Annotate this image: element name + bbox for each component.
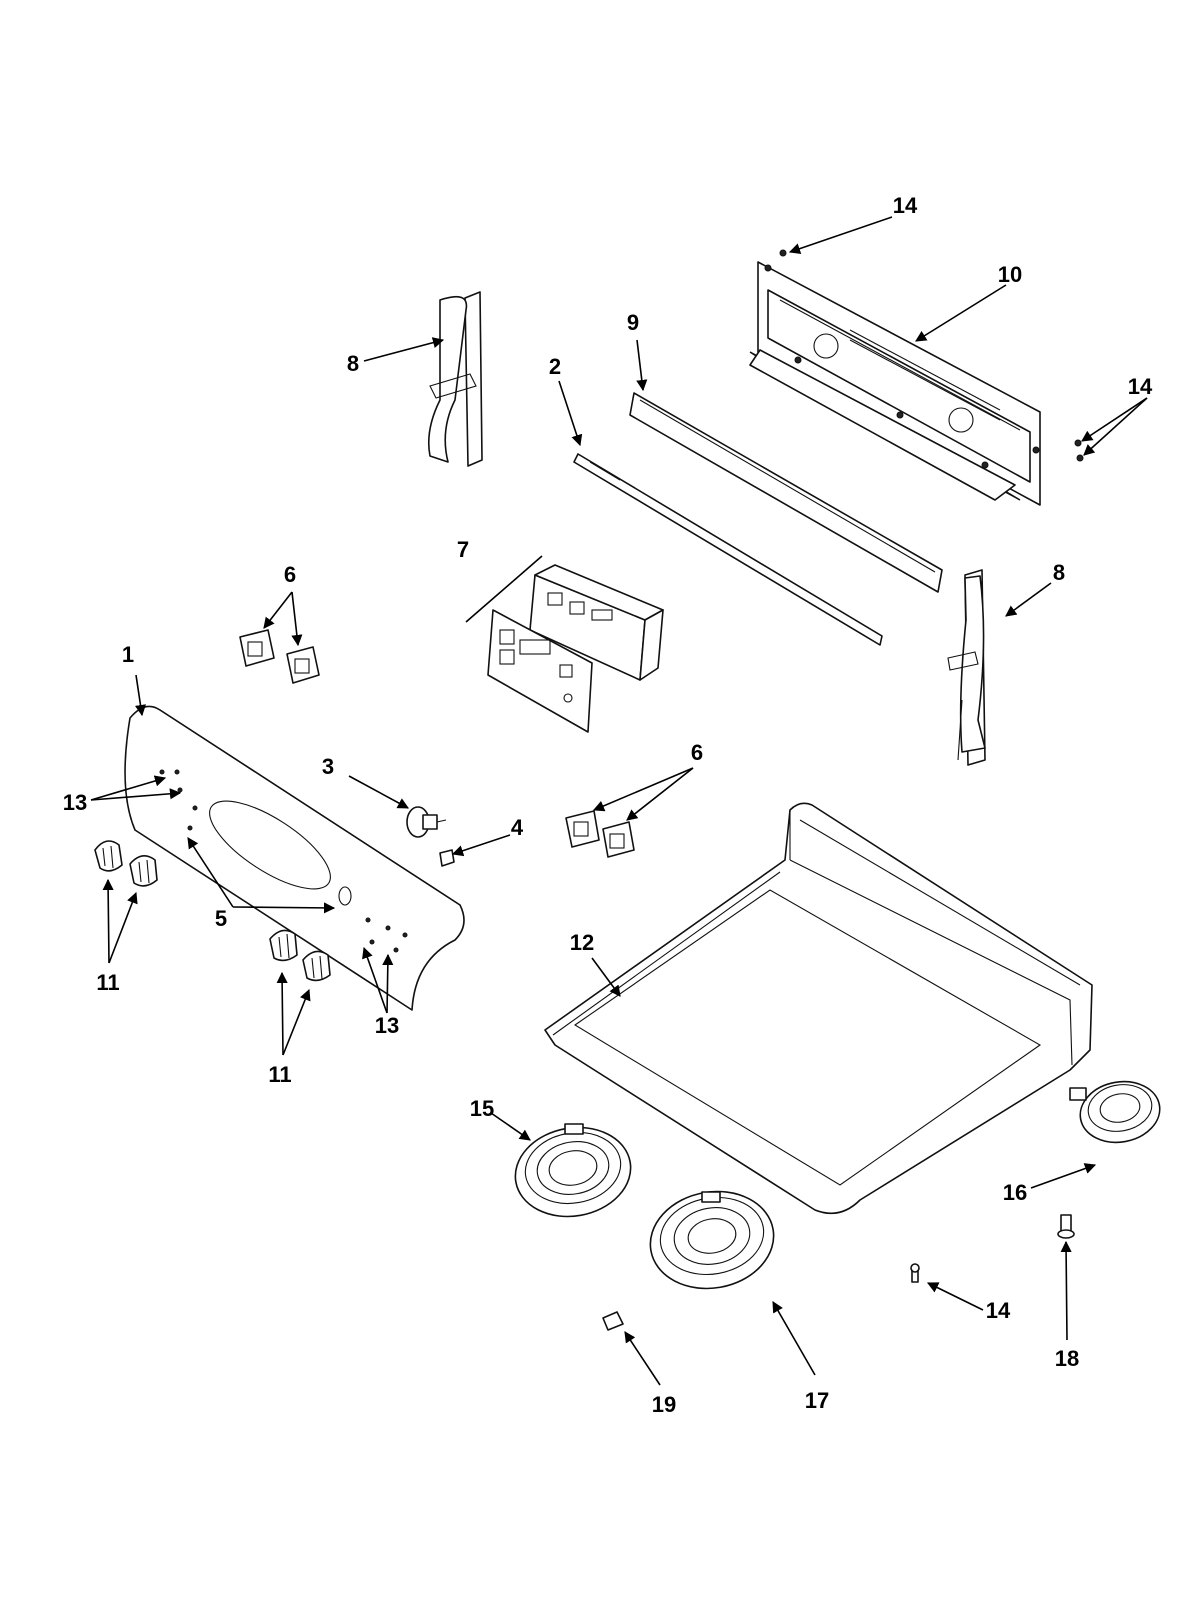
knob-4: [302, 950, 331, 982]
callout-14-right: 14: [1128, 374, 1153, 399]
clip-19-part: [602, 1311, 624, 1331]
callout-8-left: 8: [347, 351, 359, 376]
callout-13-right: 13: [375, 1013, 399, 1038]
clip-part: [439, 849, 455, 867]
callout-5: 5: [215, 906, 227, 931]
screw-18-part: [1057, 1214, 1075, 1239]
rear-rail-part: [629, 392, 943, 593]
callout-19: 19: [652, 1392, 676, 1417]
callout-6-lower: 6: [691, 740, 703, 765]
screws-part: [779, 249, 1084, 1283]
element-15-part: [514, 1123, 632, 1218]
callout-14-top: 14: [893, 193, 918, 218]
callout-4: 4: [511, 815, 524, 840]
callout-12: 12: [570, 930, 594, 955]
switch-lower-pair-part: [565, 810, 635, 858]
element-16-part: [1069, 1080, 1161, 1144]
callout-11-left: 11: [96, 970, 119, 995]
indicator-light-part: [406, 806, 447, 838]
callout-9: 9: [627, 310, 639, 335]
callout-17: 17: [805, 1388, 829, 1413]
callout-7: 7: [457, 537, 469, 562]
leader-lines: [90, 216, 1148, 1386]
switch-upper-pair-part: [239, 629, 320, 684]
knob-1: [94, 840, 123, 872]
callout-13-left: 13: [63, 790, 87, 815]
callout-3: 3: [322, 754, 334, 779]
knob-2: [129, 855, 158, 887]
rear-panel-part: [749, 261, 1041, 506]
end-bracket-left-part: [427, 291, 483, 467]
electronic-control-part: [465, 555, 664, 733]
callout-11-right: 11: [268, 1062, 291, 1087]
callout-16: 16: [1003, 1180, 1027, 1205]
callout-14-bottom: 14: [986, 1298, 1011, 1323]
knob-3: [269, 929, 298, 962]
callout-15: 15: [470, 1096, 494, 1121]
callout-1: 1: [122, 642, 134, 667]
end-bracket-right-part: [947, 569, 986, 766]
trim-strip-part: [573, 453, 883, 646]
knobs-part: [94, 840, 331, 982]
callout-6-upper: 6: [284, 562, 296, 587]
cooktop-part: [544, 802, 1093, 1215]
control-panel-part: [124, 705, 465, 1011]
callout-8-right: 8: [1053, 560, 1065, 585]
element-17-part: [649, 1190, 775, 1290]
callout-18: 18: [1055, 1346, 1079, 1371]
callout-2: 2: [549, 354, 561, 379]
callout-labels: 1 2 3 4 5 6 6 7 8 8 9 10 11 11 12 13 13 …: [63, 193, 1153, 1417]
callout-10: 10: [998, 262, 1022, 287]
